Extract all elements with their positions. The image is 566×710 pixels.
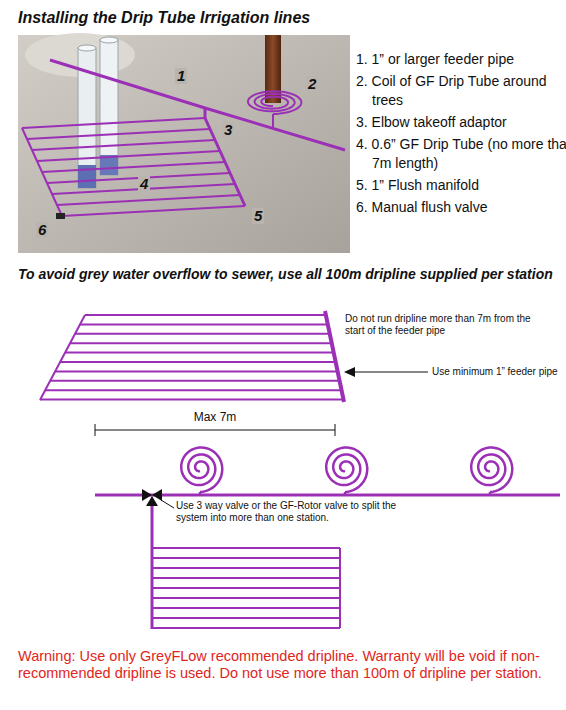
warning-text: Warning: Use only GreyFLow recommended d… [18,648,548,682]
dripline [152,557,340,559]
dripline [70,342,331,344]
dimension-label: Max 7m [191,410,240,424]
tree-coil [181,448,222,493]
arrowhead [344,367,355,377]
drip-tube [32,140,215,150]
callout-number: 5 [252,208,264,224]
dimension-tick [95,424,96,436]
dripline [55,370,338,372]
feeder-pipe [325,311,344,402]
note-text: Use minimum 1” feeder pipe [432,366,562,378]
list-item: 6. Manual flush valve [356,198,566,217]
drip-tube [42,162,225,172]
note-text: Use 3 way valve or the GF-Rotor valve to… [176,500,416,524]
station-pipe [151,500,154,629]
note-text: Do not run dripline more than 7m from th… [345,313,550,337]
drip-tube [37,151,220,161]
dripline [152,597,340,599]
flush-manifold [205,118,245,206]
dripline-grid [40,315,344,400]
dripline [152,587,340,589]
list-item: 3. Elbow takeoff adaptor [356,113,566,132]
section-heading: To avoid grey water overflow to sewer, u… [18,266,563,282]
dripline [65,352,333,354]
dripline [60,361,336,363]
drip-grid [22,118,245,216]
dripline-grid [152,548,340,628]
dripline [80,323,327,325]
callout-number: 3 [222,122,234,138]
list-item: 1. 1” or larger feeder pipe [356,50,566,69]
dimension-line [95,430,335,431]
callout-number: 1 [175,68,187,84]
valve-symbol [142,489,152,501]
flush-valve [56,213,65,219]
feeder-pipe [50,60,345,150]
drip-tube-end [22,128,62,216]
dripline [75,333,329,335]
list-item: 2. Coil of GF Drip Tube around trees [356,72,566,110]
leader-line [161,500,174,508]
dripline [152,567,340,569]
dripline [152,607,340,609]
coil-lead [272,114,274,128]
dripline [152,547,340,549]
drip-tube [27,129,210,139]
tubes [78,37,118,188]
tree-coil [248,91,301,114]
title-heading: Installing the Drip Tube Irrigation line… [18,8,558,27]
callout-number: 2 [306,76,318,92]
dripline [50,380,340,382]
list-item: 5. 1” Flush manifold [356,176,566,195]
drip-tube [57,195,240,205]
dripline [85,314,325,316]
flush-manifold [40,315,85,400]
elbow-adaptor [204,108,207,118]
tree-coil [326,448,367,493]
leader-arrow [352,371,428,372]
flush-manifold [339,548,341,628]
drip-tube [22,118,205,128]
feeder-pipe [95,494,560,497]
drip-tube [62,206,245,216]
dripline [45,389,342,391]
valve-symbol [152,489,162,501]
callout-number: 6 [36,222,48,238]
dripline [40,399,344,401]
callout-number: 4 [138,176,150,192]
tree-trunk [265,35,281,103]
list-item: 4. 0.6” GF Drip Tube (no more than 7m le… [356,135,566,173]
dripline [152,627,340,629]
dimension-tick [335,424,336,436]
dripline [152,617,340,619]
tree-coil [471,448,512,493]
dripline [152,577,340,579]
